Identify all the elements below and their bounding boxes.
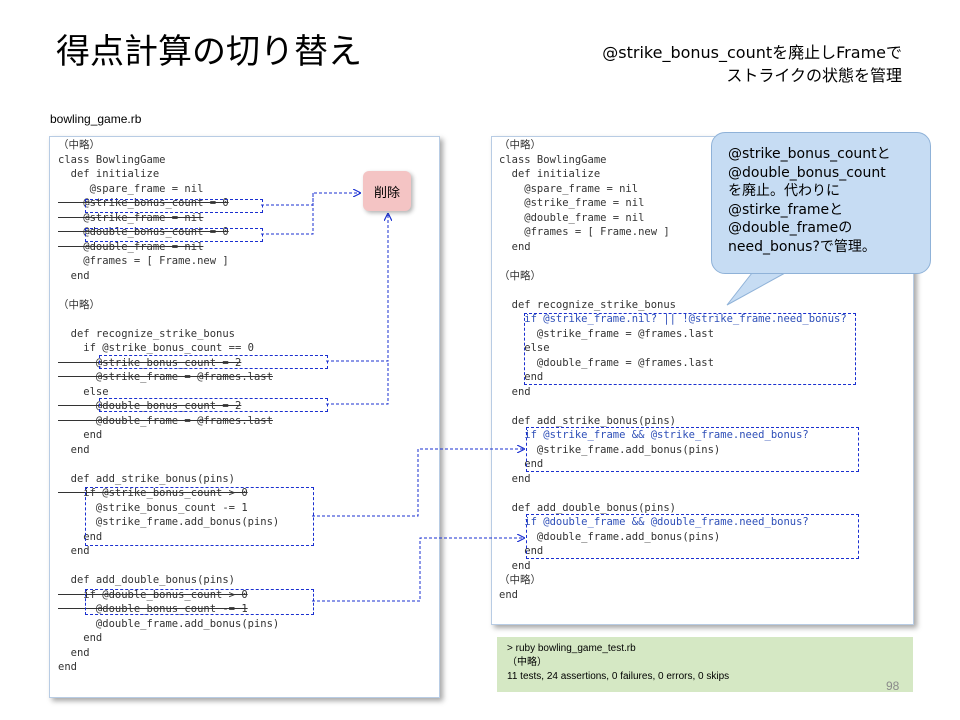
left-code: （中略） class BowlingGame def initialize @s… [58,138,279,675]
code-line: end [58,632,103,644]
code-line-new: if @strike_frame.nil? || !@strike_frame.… [499,313,847,325]
code-line: end [58,545,90,557]
bubble-line: @stirke_frameと [728,201,844,218]
code-line: if @strike_bonus_count == 0 [58,342,254,354]
code-line: end [499,472,531,485]
code-line: @strike_frame = @frames.last [499,327,714,340]
code-line-replaced: if @double_bonus_count > 0 [58,588,248,601]
subtitle-line-1: @strike_bonus_countを廃止しFrameで [602,43,902,62]
code-line: @strike_bonus_count -= 1 [58,501,248,514]
code-line: @spare_frame = nil [499,182,639,195]
code-line: else [499,342,550,354]
code-line: （中略） [58,139,100,151]
left-code-panel [49,136,440,698]
delete-label: 削除 [363,171,411,211]
slide-title: 得点計算の切り替え [56,32,362,72]
code-line: end [499,559,531,572]
new-box-recognize-strike [524,313,856,385]
code-line: else [58,385,109,398]
arrow-removed-strike-init [261,193,360,206]
code-line: @frames = [ Frame.new ] [58,255,229,267]
code-line: end [58,530,103,543]
removed-box-strike-count-set [99,355,328,369]
code-line: @double_frame.add_bonus(pins) [58,617,280,630]
code-line: def add_double_bonus(pins) [58,574,236,586]
code-line: @strike_frame = nil [499,197,645,209]
code-line: end [58,429,103,441]
page-number: 98 [886,679,900,693]
code-line-new: if @double_frame && @double_frame.need_b… [499,516,809,528]
subtitle-line-2: ストライクの状態を管理 [726,66,902,85]
removed-box-strike-count-init [85,199,263,213]
code-line-removed: @double_bonus_count = 0 [58,226,229,238]
code-line: def initialize [58,168,160,180]
bubble-tail [726,272,786,306]
code-line: @frames = [ Frame.new ] [499,226,670,238]
new-box-add-strike-bonus [526,427,859,472]
arrow-removed-double-init [261,193,314,235]
code-line: end [499,458,544,470]
code-line: @strike_frame = @frames.last [58,371,273,383]
removed-box-double-count-init [85,228,263,242]
code-line-replaced: @double_bonus_count -= 1 [58,603,248,615]
file-label: bowling_game.rb [50,112,142,126]
code-line: @spare_frame = nil [58,182,204,195]
code-line: end [499,545,544,557]
code-line: end [499,385,531,398]
bubble-line: @strike_bonus_countと [728,146,891,162]
code-line: class BowlingGame [58,153,166,166]
slide-subtitle: @strike_bonus_countを廃止しFrameで ストライクの状態を管… [482,41,902,87]
code-line: end [58,269,90,282]
code-line: end [58,661,77,673]
code-line: @double_frame.add_bonus(pins) [499,530,721,543]
code-line: （中略） [58,298,100,311]
code-line: @strike_frame.add_bonus(pins) [58,516,280,528]
arrow-removed-strike-set [326,214,388,362]
test-command: > ruby bowling_game_test.rb [507,643,636,654]
code-line: @double_frame = nil [58,240,204,253]
arrow-add-strike-bonus [312,449,524,517]
code-line: @double_frame = @frames.last [499,356,714,369]
test-omitted: （中略） [507,657,547,668]
test-result-box: > ruby bowling_game_test.rb （中略） 11 test… [497,637,913,692]
code-line: end [499,371,544,383]
code-line: def add_strike_bonus(pins) [58,472,236,485]
removed-box-double-count-set [99,398,328,412]
code-line: @double_frame = nil [499,211,645,224]
code-line: （中略） [499,139,541,151]
code-line: def add_double_bonus(pins) [499,501,677,514]
arrow-removed-double-set [326,361,389,405]
code-line: end [499,240,531,253]
note-bubble: @strike_bonus_countと @double_bonus_count… [711,132,931,274]
code-line-removed: @strike_bonus_count = 0 [58,197,229,209]
arrow-add-double-bonus [312,538,524,602]
code-line-removed: @double_bonus_count = 2 [58,400,242,412]
code-line: def recognize_strike_bonus [499,298,677,311]
bubble-line: を廃止。代わりに [728,183,840,199]
bubble-line: @double_bonus_count [728,164,886,181]
right-code: （中略） class BowlingGame def initialize @s… [499,138,847,602]
bubble-line: @double_frameの [728,220,853,236]
code-line: def add_strike_bonus(pins) [499,414,677,427]
code-line-new: if @strike_frame && @strike_frame.need_b… [499,429,809,441]
test-summary: 11 tests, 24 assertions, 0 failures, 0 e… [507,671,730,682]
code-line: @strike_frame.add_bonus(pins) [499,443,721,456]
code-line-removed: @strike_bonus_count = 2 [58,356,242,369]
code-line: end [58,646,90,659]
code-line: end [58,443,90,456]
code-line-replaced: if @strike_bonus_count > 0 [58,487,248,499]
code-line: @strike_frame = nil [58,211,204,224]
code-line: def recognize_strike_bonus [58,327,236,340]
bubble-line: need_bonus?で管理。 [728,238,876,255]
code-line: @double_frame = @frames.last [58,414,273,427]
new-box-add-double-bonus [526,514,859,559]
code-line: （中略） [499,574,541,586]
code-line: end [499,588,518,601]
code-line: def initialize [499,168,601,180]
code-line: （中略） [499,269,541,282]
changed-box-add-double-bonus [85,589,314,615]
code-line: class BowlingGame [499,153,607,166]
